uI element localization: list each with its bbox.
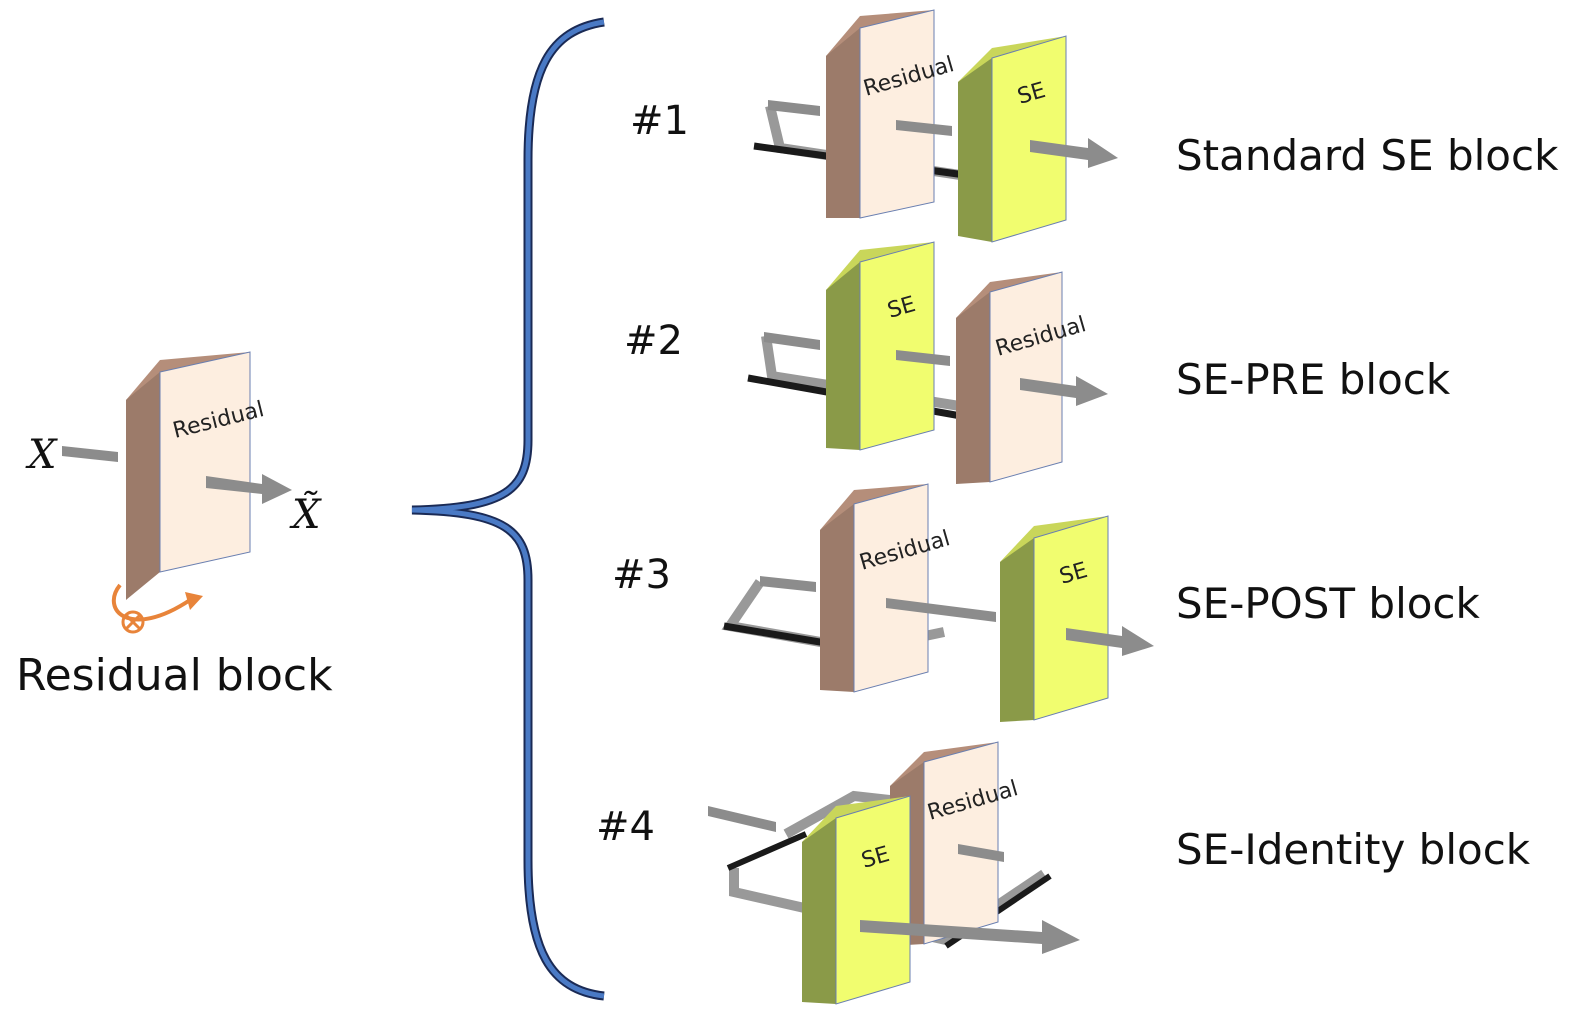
input-arrow <box>62 446 118 462</box>
residual-box: Residual <box>826 9 957 219</box>
variant-number: #2 <box>624 318 683 364</box>
residual-block-caption: Residual block <box>16 650 333 701</box>
input-x-label: X <box>25 432 58 478</box>
variant-name: SE-POST block <box>1176 579 1481 628</box>
variant-4: #4 Residual SE SE-Identity block <box>596 741 1531 1005</box>
variant-name: SE-Identity block <box>1176 825 1531 874</box>
se-box: SE <box>826 241 935 451</box>
multiply-icon <box>111 583 203 634</box>
output-arrow <box>206 474 292 504</box>
residual-box: Residual <box>956 271 1089 484</box>
se-box: SE <box>958 35 1067 243</box>
variant-name: SE-PRE block <box>1176 355 1451 404</box>
curly-brace <box>411 17 605 1001</box>
variant-number: #3 <box>612 552 671 598</box>
residual-box: Residual <box>126 351 267 600</box>
variant-number: #1 <box>630 98 689 144</box>
residual-box: Residual <box>820 483 953 693</box>
variant-1: #1 Residual SE Standard SE block <box>630 9 1559 243</box>
variant-name: Standard SE block <box>1176 131 1559 180</box>
variant-2: #2 SE Residual SE-PRE block <box>624 241 1451 484</box>
output-x-tilde-label: X̃ <box>289 491 322 538</box>
variant-3: #3 Residual SE SE-POST block <box>612 483 1481 722</box>
residual-box: Residual <box>890 741 1021 946</box>
variant-number: #4 <box>596 804 655 850</box>
se-box: SE <box>1000 515 1109 722</box>
se-box: SE <box>802 795 911 1005</box>
residual-block-group: Residual X X̃ Residual block <box>16 351 333 701</box>
